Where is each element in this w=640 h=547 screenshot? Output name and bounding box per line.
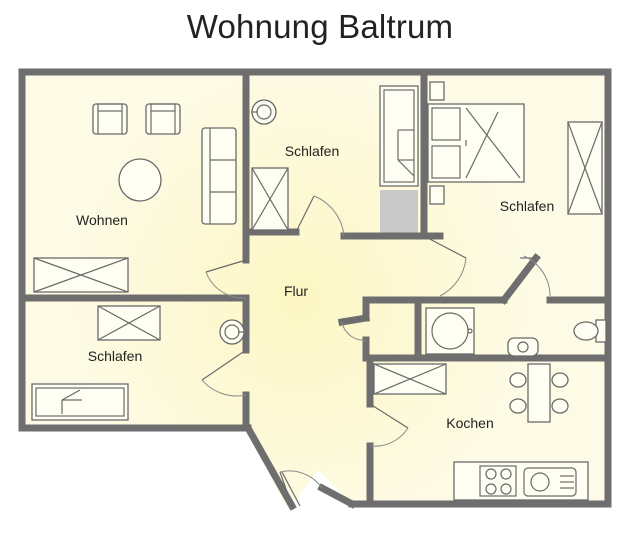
- sofa: [201, 127, 237, 225]
- door-swings: [201, 195, 551, 507]
- shower-tray: [380, 190, 418, 234]
- kitchen-counter: [453, 461, 589, 501]
- schlafen-left-furniture: [31, 305, 245, 421]
- schlafen-right-furniture: [427, 81, 603, 215]
- washbasin-mid: [251, 99, 277, 125]
- armchair-right: [145, 103, 181, 135]
- wardrobe-left: [97, 305, 161, 341]
- room-label-schlafen-right: Schlafen: [500, 198, 554, 214]
- dining-table: [509, 363, 569, 423]
- room-label-flur: Flur: [284, 283, 308, 299]
- bunk-bed: [379, 85, 419, 187]
- room-label-wohnen: Wohnen: [76, 212, 128, 228]
- wohnen-furniture: [33, 103, 237, 293]
- schlafen-mid-furniture: [251, 85, 419, 231]
- nightstand-bottom: [429, 185, 445, 205]
- armchair-left: [92, 103, 128, 135]
- washbasin-bath: [507, 337, 539, 357]
- round-table: [118, 158, 162, 202]
- room-label-schlafen-mid: Schlafen: [285, 143, 339, 159]
- nightstand-top: [429, 81, 445, 101]
- page-title: Wohnung Baltrum: [186, 8, 454, 45]
- wardrobe-mid: [251, 167, 289, 231]
- room-label-schlafen-left: Schlafen: [88, 348, 142, 364]
- toilet: [573, 319, 607, 343]
- shower: [425, 307, 475, 355]
- room-label-kochen: Kochen: [446, 415, 493, 431]
- wardrobe-kochen: [373, 363, 447, 395]
- wardrobe-right: [567, 121, 603, 215]
- bed-left: [31, 383, 129, 421]
- walls: [18, 68, 612, 511]
- washbasin-left: [219, 319, 245, 345]
- kochen-furniture: [373, 363, 589, 501]
- bathroom-fixtures: [425, 307, 607, 357]
- wardrobe-wohnen: [33, 257, 129, 293]
- double-bed: [427, 103, 525, 183]
